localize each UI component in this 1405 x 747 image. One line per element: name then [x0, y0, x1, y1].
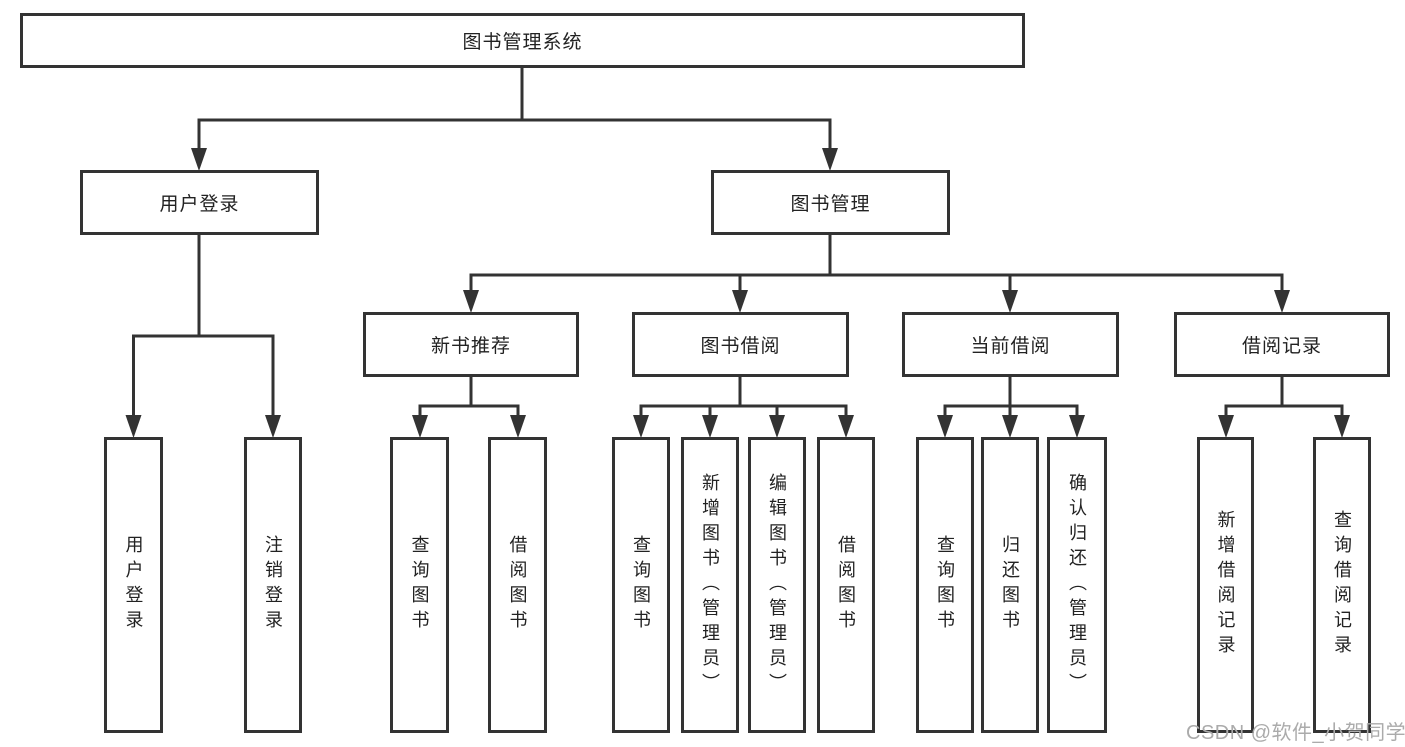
leaf-borrow-book: 借阅图书: [817, 437, 875, 733]
node-label: 查询图书: [409, 535, 430, 635]
node-label: 借阅记录: [1241, 336, 1322, 357]
leaf-edit-book-admin: 编辑图书（管理员）: [748, 437, 806, 733]
node-label: 新增图书（管理员）: [700, 472, 720, 698]
node-book-management: 图书管理: [711, 170, 950, 235]
node-library-management-system: 图书管理系统: [20, 13, 1025, 68]
arrowhead: [125, 415, 142, 438]
leaf-logout-login: 注销登录: [244, 437, 302, 733]
arrowhead: [838, 415, 854, 438]
node-label: 图书管理系统: [462, 32, 583, 53]
arrowhead: [510, 415, 526, 438]
node-label: 图书管理: [790, 194, 871, 215]
leaf-add-book-admin: 新增图书（管理员）: [681, 437, 739, 733]
node-current-borrow: 当前借阅: [902, 312, 1119, 377]
arrowhead: [633, 415, 649, 438]
arrowhead: [702, 415, 718, 438]
node-new-book-recommend: 新书推荐: [363, 312, 579, 377]
leaf-borrow-book-recommend: 借阅图书: [488, 437, 547, 733]
arrowhead: [1002, 290, 1018, 313]
leaf-confirm-return-admin: 确认归还（管理员）: [1047, 437, 1107, 733]
arrowhead: [937, 415, 953, 438]
node-label: 用户登录: [123, 535, 144, 635]
csdn-watermark: CSDN @软件_小贺同学: [1186, 722, 1405, 744]
arrowhead: [412, 415, 428, 438]
arrowhead: [769, 415, 785, 438]
arrowhead: [732, 290, 748, 313]
leaf-query-borrow-record: 查询借阅记录: [1313, 437, 1371, 733]
leaf-query-book-recommend: 查询图书: [390, 437, 449, 733]
arrowhead: [1218, 415, 1234, 438]
node-user-login: 用户登录: [80, 170, 319, 235]
node-label: 图书借阅: [700, 336, 781, 357]
node-book-borrow: 图书借阅: [632, 312, 849, 377]
node-label: 注销登录: [263, 535, 283, 635]
arrowhead: [265, 415, 281, 438]
node-label: 查询图书: [935, 535, 955, 635]
arrowhead: [822, 148, 838, 171]
arrowhead: [1274, 290, 1290, 313]
node-label: 编辑图书（管理员）: [767, 472, 787, 698]
node-borrow-record: 借阅记录: [1174, 312, 1390, 377]
arrowhead: [1334, 415, 1350, 438]
node-label: 新增借阅记录: [1215, 510, 1236, 660]
leaf-return-book: 归还图书: [981, 437, 1039, 733]
node-label: 借阅图书: [507, 535, 528, 635]
node-label: 归还图书: [1000, 535, 1020, 635]
node-label: 查询借阅记录: [1332, 510, 1352, 660]
arrowhead: [463, 290, 479, 313]
node-label: 用户登录: [159, 194, 240, 215]
leaf-user-login: 用户登录: [104, 437, 163, 733]
leaf-query-book-borrow: 查询图书: [612, 437, 670, 733]
node-label: 查询图书: [631, 535, 651, 635]
node-label: 确认归还（管理员）: [1067, 472, 1087, 698]
node-label: 借阅图书: [836, 535, 856, 635]
leaf-add-borrow-record: 新增借阅记录: [1197, 437, 1254, 733]
arrowhead: [1069, 415, 1085, 438]
node-label: 当前借阅: [970, 336, 1051, 357]
arrowhead: [191, 148, 207, 171]
arrowhead: [1002, 415, 1018, 438]
leaf-query-book-current: 查询图书: [916, 437, 974, 733]
node-label: 新书推荐: [430, 336, 511, 357]
